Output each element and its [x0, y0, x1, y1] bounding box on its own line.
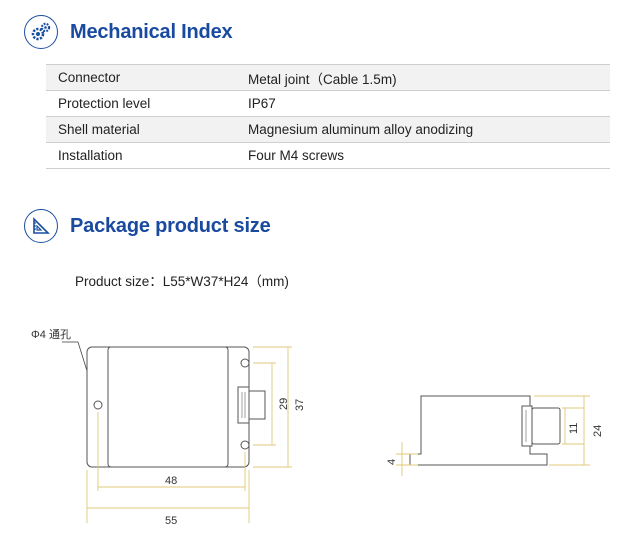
dim-37-lines: [253, 346, 292, 468]
dim-4-label: 4: [386, 459, 398, 465]
spec-value: Magnesium aluminum alloy anodizing: [236, 116, 610, 143]
spec-value: IP67: [236, 90, 610, 117]
dim-48-lines: [97, 412, 246, 491]
dim-55-lines: [86, 470, 250, 523]
table-row: Shell material Magnesium aluminum alloy …: [46, 116, 610, 143]
dim-24-lines: [534, 395, 590, 466]
table-row: Connector Metal joint（Cable 1.5m): [46, 64, 610, 91]
dim-11-lines: [562, 407, 584, 445]
spec-label: Shell material: [46, 116, 236, 143]
dim-4-lines: [396, 442, 418, 476]
dim-29-label: 29: [278, 398, 290, 410]
side-view: [409, 395, 561, 466]
table-row: Protection level IP67: [46, 90, 610, 117]
mechanical-index-header: Mechanical Index: [24, 15, 233, 49]
mechanical-index-title: Mechanical Index: [70, 20, 233, 43]
mount-hole: [240, 358, 250, 368]
product-size-text: Product size：L55*W37*H24（mm): [75, 274, 289, 289]
table-row: Installation Four M4 screws: [46, 142, 610, 169]
dimension-drawing: Φ4 通孔 29 37 48 55: [31, 328, 604, 527]
spec-label: Protection level: [46, 90, 236, 117]
package-size-title: Package product size: [70, 214, 271, 237]
dim-11-label: 11: [568, 423, 580, 434]
dim-48-label: 48: [165, 475, 177, 487]
package-size-header: Package product size: [24, 209, 271, 243]
dim-37-label: 37: [294, 399, 306, 411]
spec-value: Four M4 screws: [236, 142, 610, 169]
ruler-triangle-icon: [24, 209, 58, 243]
spec-table: Connector Metal joint（Cable 1.5m) Protec…: [46, 64, 610, 169]
spec-value: Metal joint（Cable 1.5m): [236, 64, 610, 91]
mount-hole: [240, 440, 250, 450]
front-view: [86, 346, 266, 468]
dim-55-label: 55: [165, 515, 177, 527]
hole-label: Φ4 通孔: [31, 328, 71, 341]
dim-24-label: 24: [592, 425, 604, 437]
mount-hole: [93, 400, 103, 410]
dim-29-lines: [253, 362, 276, 446]
gears-icon: [24, 15, 58, 49]
spec-label: Connector: [46, 64, 236, 91]
spec-label: Installation: [46, 142, 236, 169]
